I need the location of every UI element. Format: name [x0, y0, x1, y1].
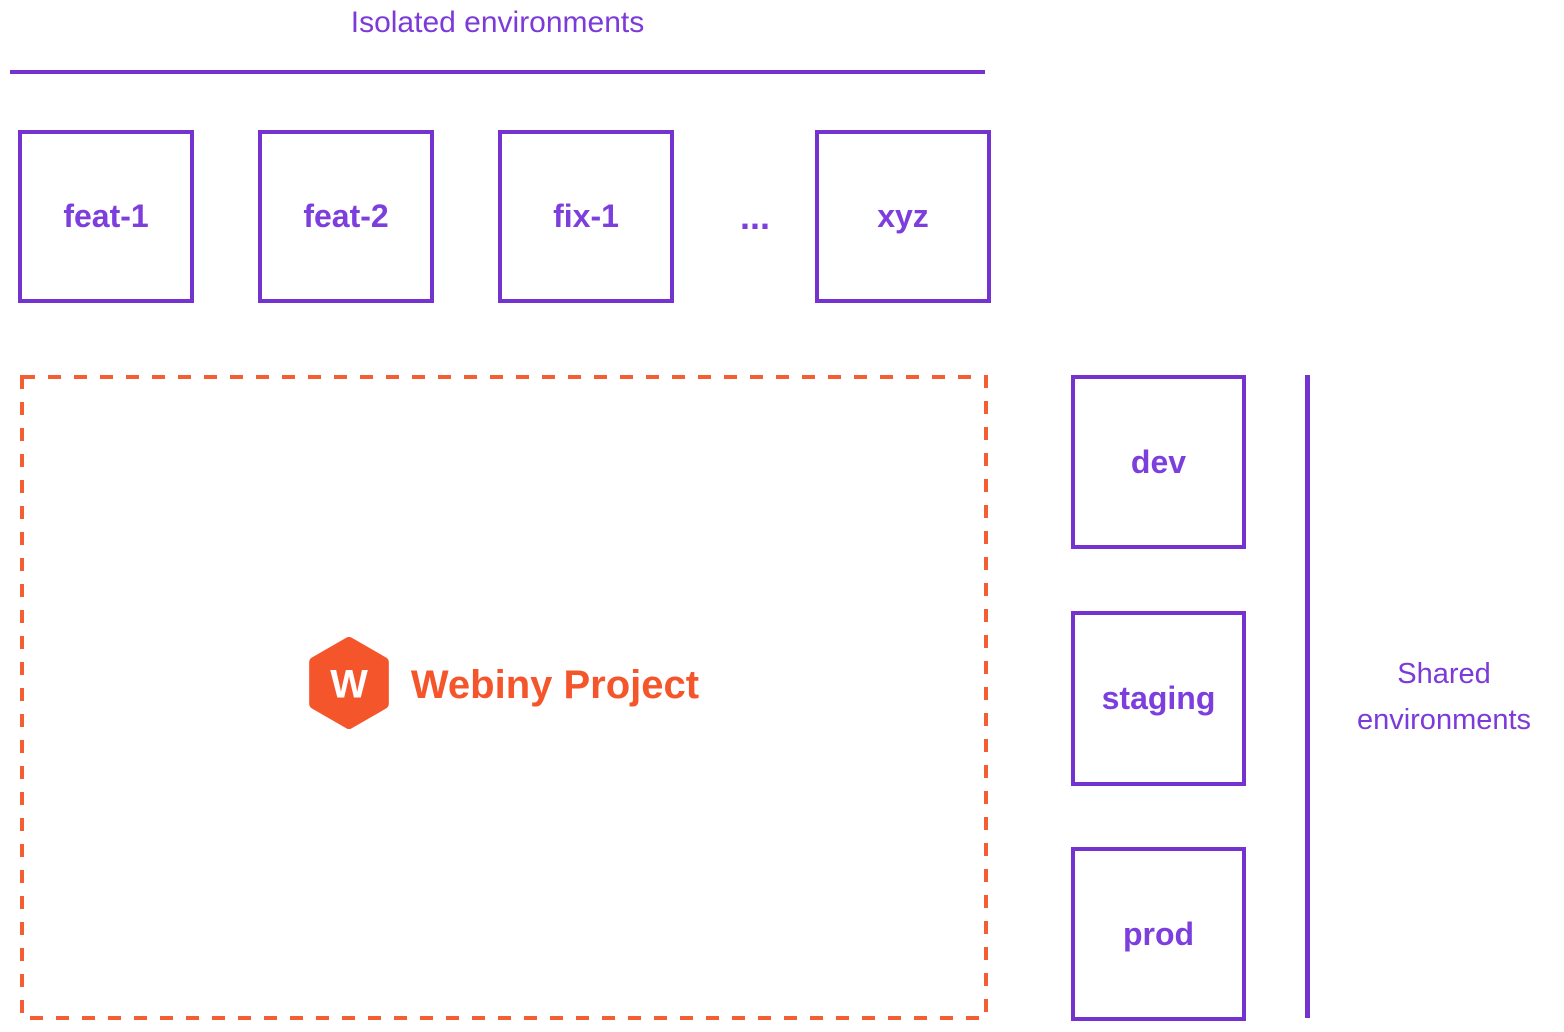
webiny-logo-letter: W	[330, 663, 368, 707]
env-box-xyz: xyz	[815, 130, 991, 303]
webiny-project-boundary	[20, 375, 988, 1020]
ellipsis-label: ...	[739, 195, 770, 237]
webiny-logo-icon: W	[309, 637, 389, 734]
shared-environments-label: Shared environments	[1356, 658, 1532, 736]
isolated-environments-underline	[10, 70, 985, 74]
env-box-dev: dev	[1071, 375, 1246, 549]
env-box-staging: staging	[1071, 611, 1246, 786]
shared-environments-line	[1305, 375, 1310, 1018]
env-box-fix-1: fix-1	[498, 130, 674, 303]
dashed-border	[20, 375, 988, 1020]
webiny-project: W Webiny Project	[20, 375, 988, 1020]
env-box-feat-1: feat-1	[18, 130, 194, 303]
env-box-prod: prod	[1071, 847, 1246, 1021]
isolated-environments-title: Isolated environments	[350, 6, 645, 39]
webiny-project-label: Webiny Project	[410, 663, 700, 707]
env-box-feat-2: feat-2	[258, 130, 434, 303]
